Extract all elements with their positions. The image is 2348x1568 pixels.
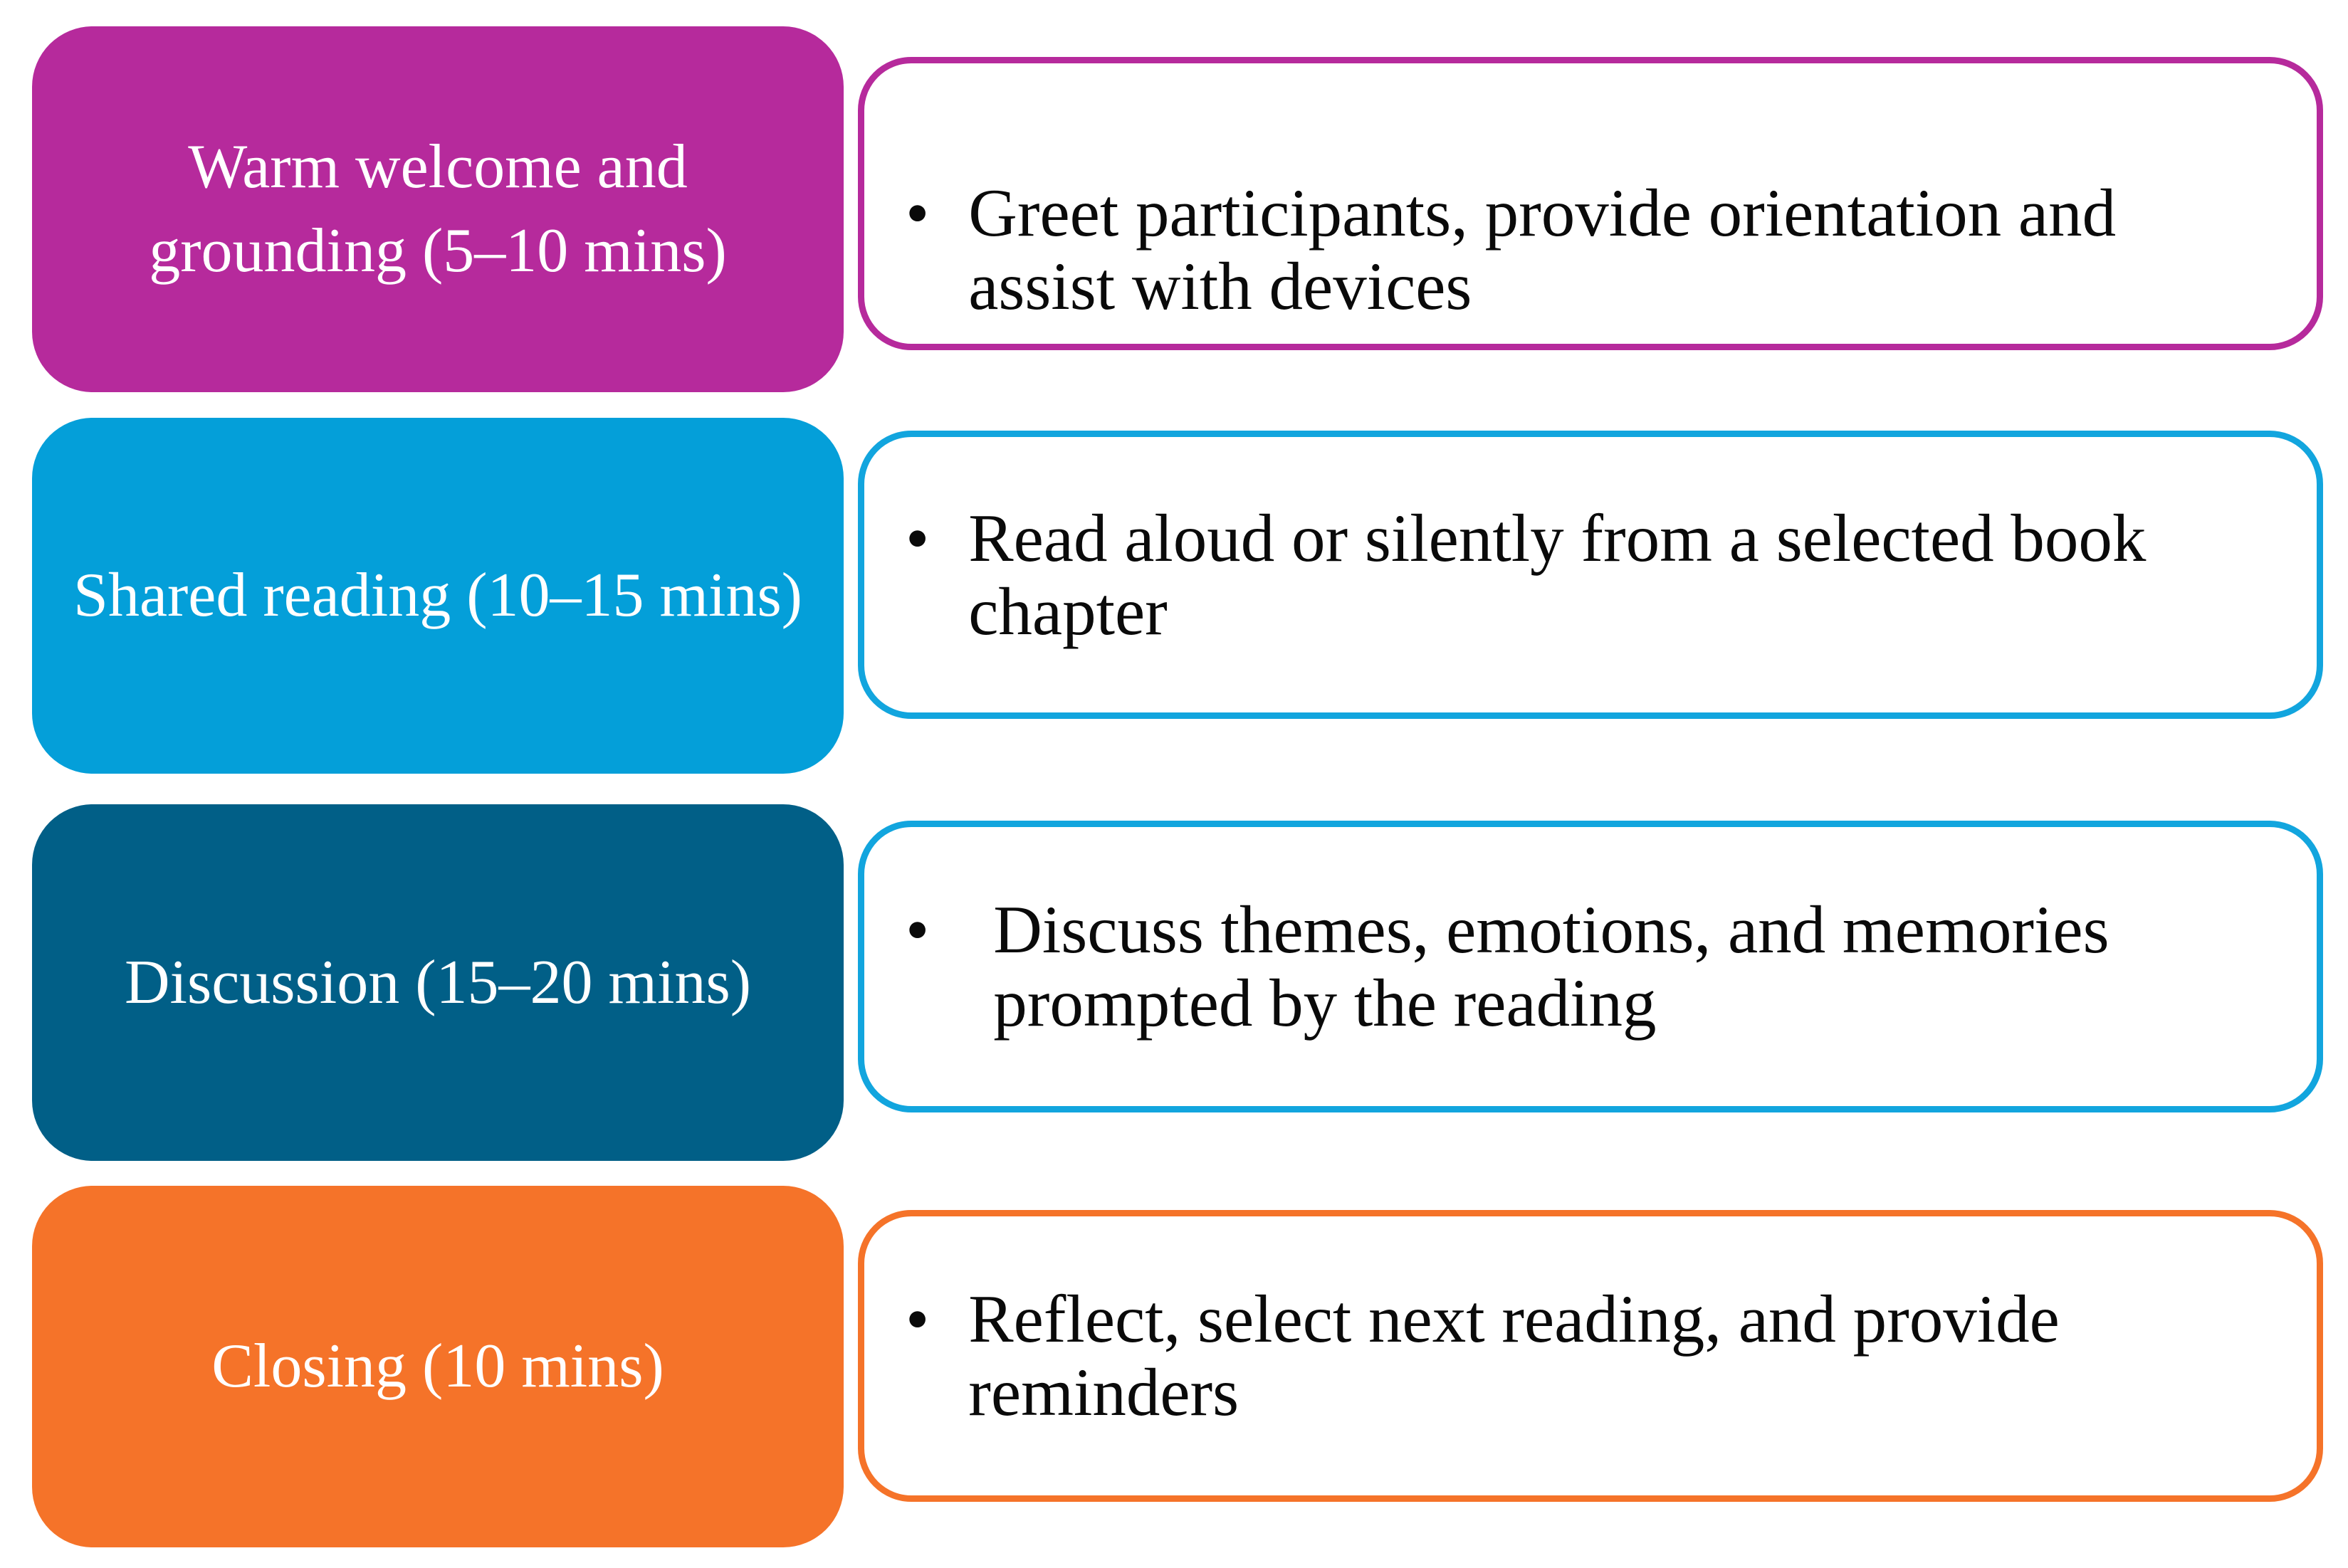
bullet-line: Reflect, select next reading, and provid…	[968, 1281, 2060, 1357]
bullet-text: Greet participants, provide orientation …	[968, 177, 2116, 322]
stage-label-text: Closing (10 mins)	[211, 1332, 664, 1401]
bullet-item: • Greet participants, provide orientatio…	[898, 177, 2116, 322]
bullet-text: Reflect, select next reading, and provid…	[968, 1283, 2060, 1428]
bullet-icon: •	[906, 1281, 930, 1357]
bullet-icon: •	[906, 175, 930, 251]
stage-label-text: Warm welcome and	[188, 132, 688, 202]
bullet-line: reminders	[968, 1354, 1239, 1430]
bullet-icon: •	[906, 892, 930, 968]
stage-label-discussion: Discussion (15–20 mins)	[32, 804, 844, 1161]
stage-detail-discussion: • Discuss themes, emotions, and memories…	[858, 821, 2323, 1112]
stage-label-text: grounding (5–10 mins)	[149, 216, 727, 285]
bullet-line: Discuss themes, emotions, and memories	[993, 892, 2109, 968]
bullet-line: Greet participants, provide orientation …	[968, 175, 2117, 251]
bullet-line: prompted by the reading	[993, 965, 1657, 1041]
bullet-line: Read aloud or silently from a selected b…	[968, 500, 2147, 576]
stage-label-shared-reading: Shared reading (10–15 mins)	[32, 418, 844, 774]
bullet-text: Discuss themes, emotions, and memories p…	[993, 893, 2109, 1039]
bullet-icon: •	[906, 500, 930, 576]
bullet-item: • Discuss themes, emotions, and memories…	[898, 893, 2109, 1039]
stage-detail-warm-welcome: • Greet participants, provide orientatio…	[858, 57, 2323, 350]
bullet-item: • Read aloud or silently from a selected…	[898, 502, 2146, 648]
stage-detail-closing: • Reflect, select next reading, and prov…	[858, 1210, 2323, 1502]
stage-label-warm-welcome: Warm welcome and grounding (5–10 mins)	[32, 26, 844, 392]
bullet-item: • Reflect, select next reading, and prov…	[898, 1283, 2060, 1428]
bullet-line: assist with devices	[968, 248, 1472, 324]
stage-detail-shared-reading: • Read aloud or silently from a selected…	[858, 431, 2323, 719]
bullet-text: Read aloud or silently from a selected b…	[968, 502, 2146, 648]
bullet-line: chapter	[968, 573, 1168, 649]
stage-label-text: Shared reading (10–15 mins)	[73, 561, 802, 631]
stage-label-closing: Closing (10 mins)	[32, 1186, 844, 1547]
stage-label-text: Discussion (15–20 mins)	[125, 947, 751, 1017]
